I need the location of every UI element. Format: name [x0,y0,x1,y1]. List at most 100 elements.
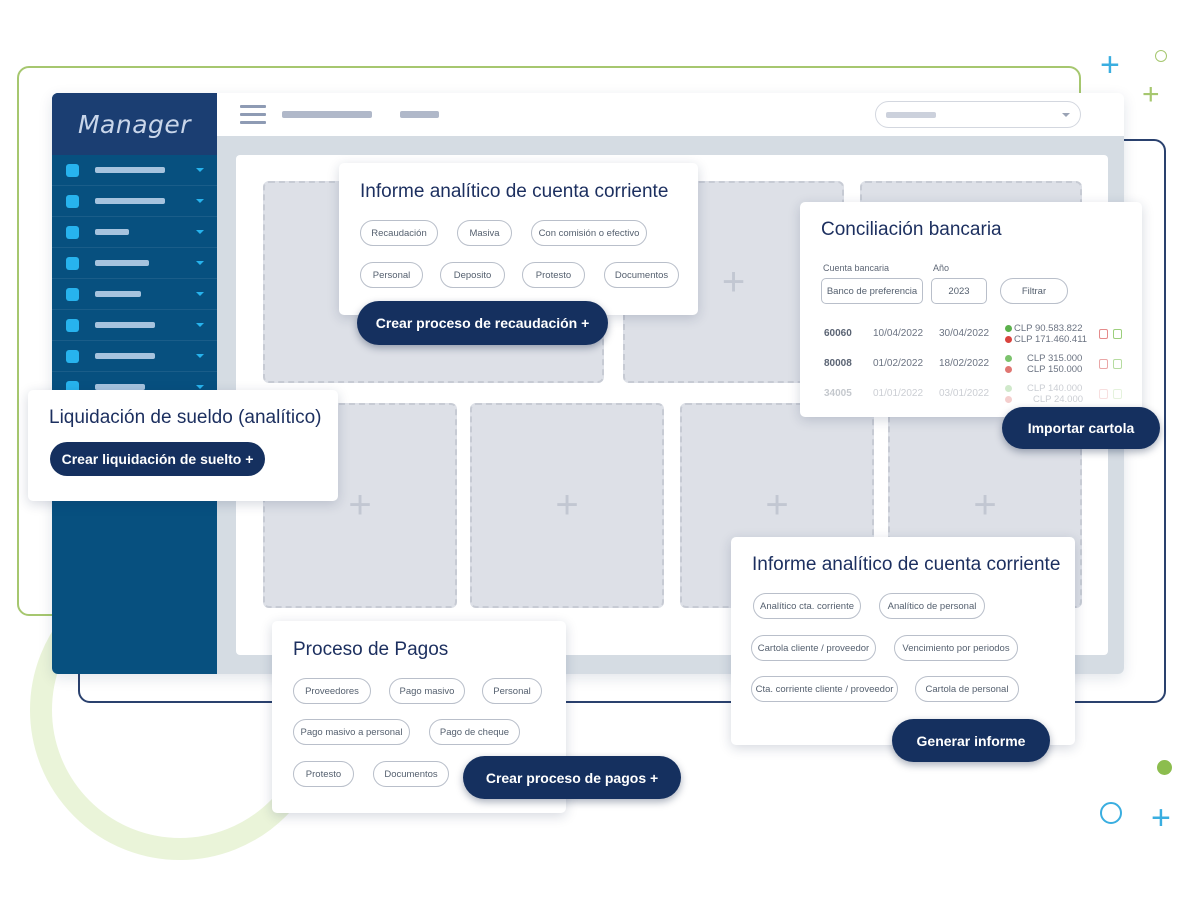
sidebar-item[interactable] [52,217,217,248]
add-icon: + [765,483,789,527]
company-select[interactable] [875,101,1081,128]
chip-comision[interactable]: Con comisión o efectivo [531,220,647,246]
module-icon [66,287,79,301]
decorative-plus-icon: + [1100,46,1120,84]
row-date-to: 18/02/2022 [939,358,990,369]
chevron-down-icon [196,385,204,389]
chip-cartola-personal[interactable]: Cartola de personal [915,676,1019,702]
card-title: Informe analítico de cuenta corriente [752,554,1061,575]
income-icon [1005,325,1012,332]
sidebar: Manager [52,93,217,674]
chip-cartola-cliente[interactable]: Cartola cliente / proveedor [751,635,876,661]
crear-pagos-button[interactable]: Crear proceso de pagos + [463,756,681,799]
breadcrumb-placeholder [282,111,372,118]
income-icon [1005,355,1012,362]
card-conciliacion: Conciliación bancaria Cuenta bancaria Añ… [800,202,1142,417]
excel-icon[interactable] [1113,329,1122,339]
chip-analitico-cta[interactable]: Analítico cta. corriente [753,593,861,619]
anio-field[interactable]: 2023 [931,278,987,304]
crear-liquidacion-button[interactable]: Crear liquidación de suelto + [50,442,265,476]
card-title: Informe analítico de cuenta corriente [360,181,669,202]
widget-slot[interactable]: + [470,403,664,608]
row-id: 34005 [824,388,852,399]
module-icon [66,318,79,332]
chip-protesto[interactable]: Protesto [293,761,354,787]
anio-label: Año [933,263,950,273]
card-informe-cuenta: Informe analítico de cuenta corriente An… [731,537,1075,745]
add-icon: + [348,483,372,527]
app-logo: Manager [52,93,217,155]
pdf-icon[interactable] [1099,389,1108,399]
decorative-plus-icon: + [1142,78,1160,111]
row-date-from: 10/04/2022 [873,328,924,339]
row-out: CLP 24.000 [1033,394,1084,405]
row-date-from: 01/01/2022 [873,388,924,399]
sidebar-item[interactable] [52,186,217,217]
filtrar-button[interactable]: Filtrar [1000,278,1068,304]
chevron-down-icon [196,292,204,296]
add-icon: + [721,259,746,304]
expense-icon [1005,366,1012,373]
chip-documentos[interactable]: Documentos [604,262,679,288]
row-id: 80008 [824,358,852,369]
cuenta-bancaria-label: Cuenta bancaria [823,263,890,273]
row-out: CLP 150.000 [1027,364,1083,375]
chevron-down-icon [196,230,204,234]
sidebar-item[interactable] [52,248,217,279]
crear-recaudacion-button[interactable]: Crear proceso de recaudación + [357,301,608,345]
pdf-icon[interactable] [1099,359,1108,369]
chip-documentos[interactable]: Documentos [373,761,449,787]
row-in: CLP 315.000 [1027,353,1083,364]
income-icon [1005,385,1012,392]
chip-recaudacion[interactable]: Recaudación [360,220,438,246]
sidebar-item[interactable] [52,279,217,310]
chip-personal[interactable]: Personal [482,678,542,704]
chevron-down-icon [196,323,204,327]
decorative-plus-icon: + [1151,799,1171,837]
row-date-to: 30/04/2022 [939,328,990,339]
module-icon [66,163,79,177]
decorative-circle-icon [1100,802,1122,824]
pdf-icon[interactable] [1099,329,1108,339]
chip-personal[interactable]: Personal [360,262,423,288]
expense-icon [1005,336,1012,343]
chevron-down-icon [196,261,204,265]
chip-analitico-personal[interactable]: Analítico de personal [879,593,985,619]
decorative-dot-icon [1157,760,1172,775]
expense-icon [1005,396,1012,403]
chip-pago-cheque[interactable]: Pago de cheque [429,719,520,745]
excel-icon[interactable] [1113,389,1122,399]
chip-protesto[interactable]: Protesto [522,262,585,288]
chip-masiva[interactable]: Masiva [457,220,512,246]
importar-cartola-button[interactable]: Importar cartola [1002,407,1160,449]
chip-vencimiento[interactable]: Vencimiento por periodos [894,635,1018,661]
add-icon: + [555,483,579,527]
chip-pago-masivo[interactable]: Pago masivo [389,678,465,704]
module-icon [66,256,79,270]
decorative-circle-icon [1155,50,1167,62]
excel-icon[interactable] [1113,359,1122,369]
chip-pago-masivo-personal[interactable]: Pago masivo a personal [293,719,410,745]
card-informe-recaudacion: Informe analítico de cuenta corriente Re… [339,163,698,315]
cuenta-bancaria-field[interactable]: Banco de preferencia [821,278,923,304]
module-icon [66,349,79,363]
chip-deposito[interactable]: Deposito [440,262,505,288]
card-title: Liquidación de sueldo (analítico) [49,407,322,428]
breadcrumb-placeholder [400,111,439,118]
chevron-down-icon [1062,113,1070,117]
module-icon [66,225,79,239]
menu-icon[interactable] [240,105,266,124]
sidebar-item[interactable] [52,155,217,186]
card-title: Conciliación bancaria [821,219,1002,240]
sidebar-item[interactable] [52,310,217,341]
chip-proveedores[interactable]: Proveedores [293,678,371,704]
row-in: CLP 90.583.822 [1014,323,1083,334]
module-icon [66,194,79,208]
chevron-down-icon [196,168,204,172]
sidebar-item[interactable] [52,341,217,372]
card-liquidacion: Liquidación de sueldo (analítico) Crear … [28,390,338,501]
row-in: CLP 140.000 [1027,383,1083,394]
chevron-down-icon [196,199,204,203]
generar-informe-button[interactable]: Generar informe [892,719,1050,762]
chip-cta-corriente[interactable]: Cta. corriente cliente / proveedor [751,676,898,702]
